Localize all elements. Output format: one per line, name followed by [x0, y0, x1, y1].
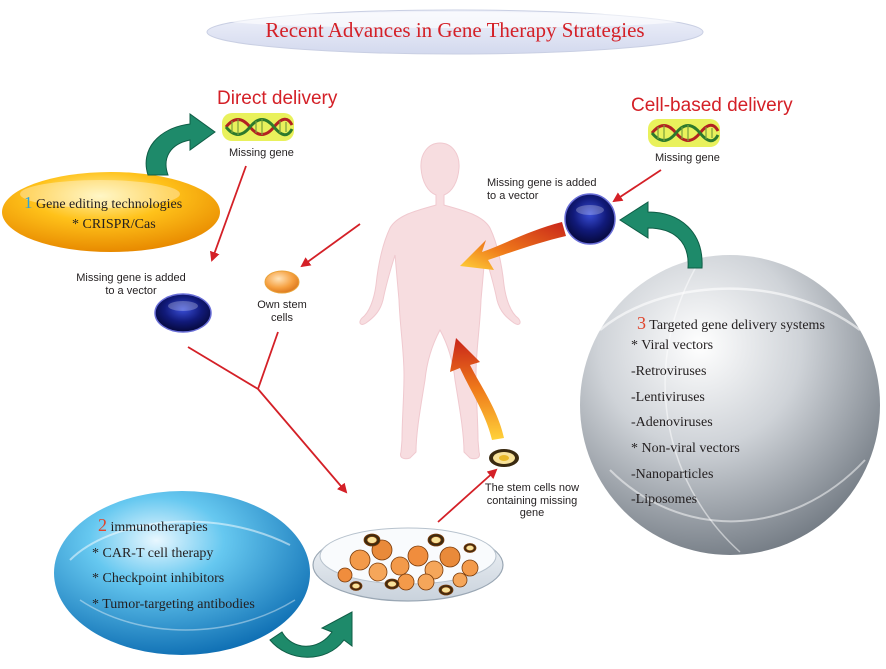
box3-title: Targeted gene delivery systems [649, 318, 825, 333]
direct-delivery-heading: Direct delivery [217, 88, 338, 109]
teal-arrow-box2 [269, 611, 353, 658]
own-stem-cells-label: Own stem cells [252, 299, 312, 324]
box1-title: Gene editing technologies [36, 197, 183, 212]
box2-title: immunotherapies [110, 520, 208, 535]
box3-item: -Liposomes [631, 492, 698, 507]
box2-item: * Checkpoint inhibitors [92, 571, 225, 586]
box1-number: 1 [24, 193, 33, 212]
box3-item: * Non-viral vectors [631, 441, 740, 456]
box3-item: -Lentiviruses [631, 390, 705, 405]
dna-strand-icon-cell [648, 119, 720, 147]
vector-orb-cell [564, 193, 616, 245]
box2-item: * CAR-T cell therapy [92, 546, 214, 561]
cell-gene-label: Missing gene [655, 152, 720, 164]
box3-number: 3 [637, 313, 646, 333]
box3-item: * Viral vectors [631, 338, 714, 353]
dna-strand-icon-direct [222, 113, 294, 141]
modified-stem-cells-line1: The stem cells now [484, 482, 580, 494]
direct-vector-label: Missing gene is added to a vector [72, 272, 190, 297]
direct-gene-label: Missing gene [229, 147, 294, 159]
teal-arrow-box1 [145, 113, 216, 176]
page-title: Recent Advances in Gene Therapy Strategi… [265, 18, 645, 42]
modified-stem-cells-line2: containing missing [486, 494, 578, 507]
stem-cell-icon [264, 270, 300, 294]
modified-stem-cell-icon [489, 449, 519, 467]
box2-title-row: 2 immunotherapies [98, 515, 208, 536]
box3-item: -Adenoviruses [631, 415, 713, 430]
arrow-dish-to-modified-cell [437, 468, 498, 523]
arrow-vector-merge [187, 346, 259, 390]
modified-stem-cells-line3: gene [519, 507, 545, 520]
direct-vector-label-line1: Missing gene is added [76, 272, 186, 284]
box3-title-row: 3 Targeted gene delivery systems [637, 313, 825, 334]
cultured-cells [337, 533, 479, 596]
red-arrows [187, 165, 662, 523]
box3-delivery-sphere [580, 255, 880, 555]
cell-vector-label-line1: Missing gene is added [487, 177, 597, 189]
title-banner [206, 9, 704, 55]
arrow-stem-merge [257, 331, 279, 390]
human-body-silhouette [359, 142, 521, 460]
arrow-gene-to-vector-cell [612, 169, 662, 203]
cell-vector-label-line2: to a vector [487, 189, 539, 202]
arrow-gene-to-vector-direct [210, 165, 247, 262]
box1-item: * CRISPR/Cas [72, 217, 156, 232]
petri-dish [312, 527, 504, 602]
own-stem-cells-line1: Own stem [257, 299, 307, 311]
arrow-merge-to-dish [257, 388, 348, 494]
box3-item: -Retroviruses [631, 364, 707, 379]
direct-vector-label-line2: to a vector [105, 284, 157, 297]
arrow-body-to-stem-cells [300, 223, 361, 268]
flame-arrow-from-vector [460, 222, 566, 270]
box1-gene-editing-ellipse [2, 172, 220, 252]
own-stem-cells-line2: cells [270, 311, 293, 324]
modified-stem-cells-label: The stem cells now containing missing ge… [474, 482, 590, 520]
box2-item: * Tumor-targeting antibodies [92, 597, 255, 612]
box1-title-row: 1 Gene editing technologies [24, 193, 182, 213]
box2-immunotherapy-sphere [54, 491, 310, 655]
vector-orb-direct [154, 293, 212, 333]
box3-item: -Nanoparticles [631, 467, 714, 482]
teal-arrow-box3 [619, 201, 703, 269]
box2-number: 2 [98, 515, 107, 535]
flame-arrow-from-dish [450, 338, 504, 440]
cell-vector-label: Missing gene is added to a vector [487, 177, 596, 202]
cell-delivery-heading: Cell-based delivery [631, 95, 793, 116]
